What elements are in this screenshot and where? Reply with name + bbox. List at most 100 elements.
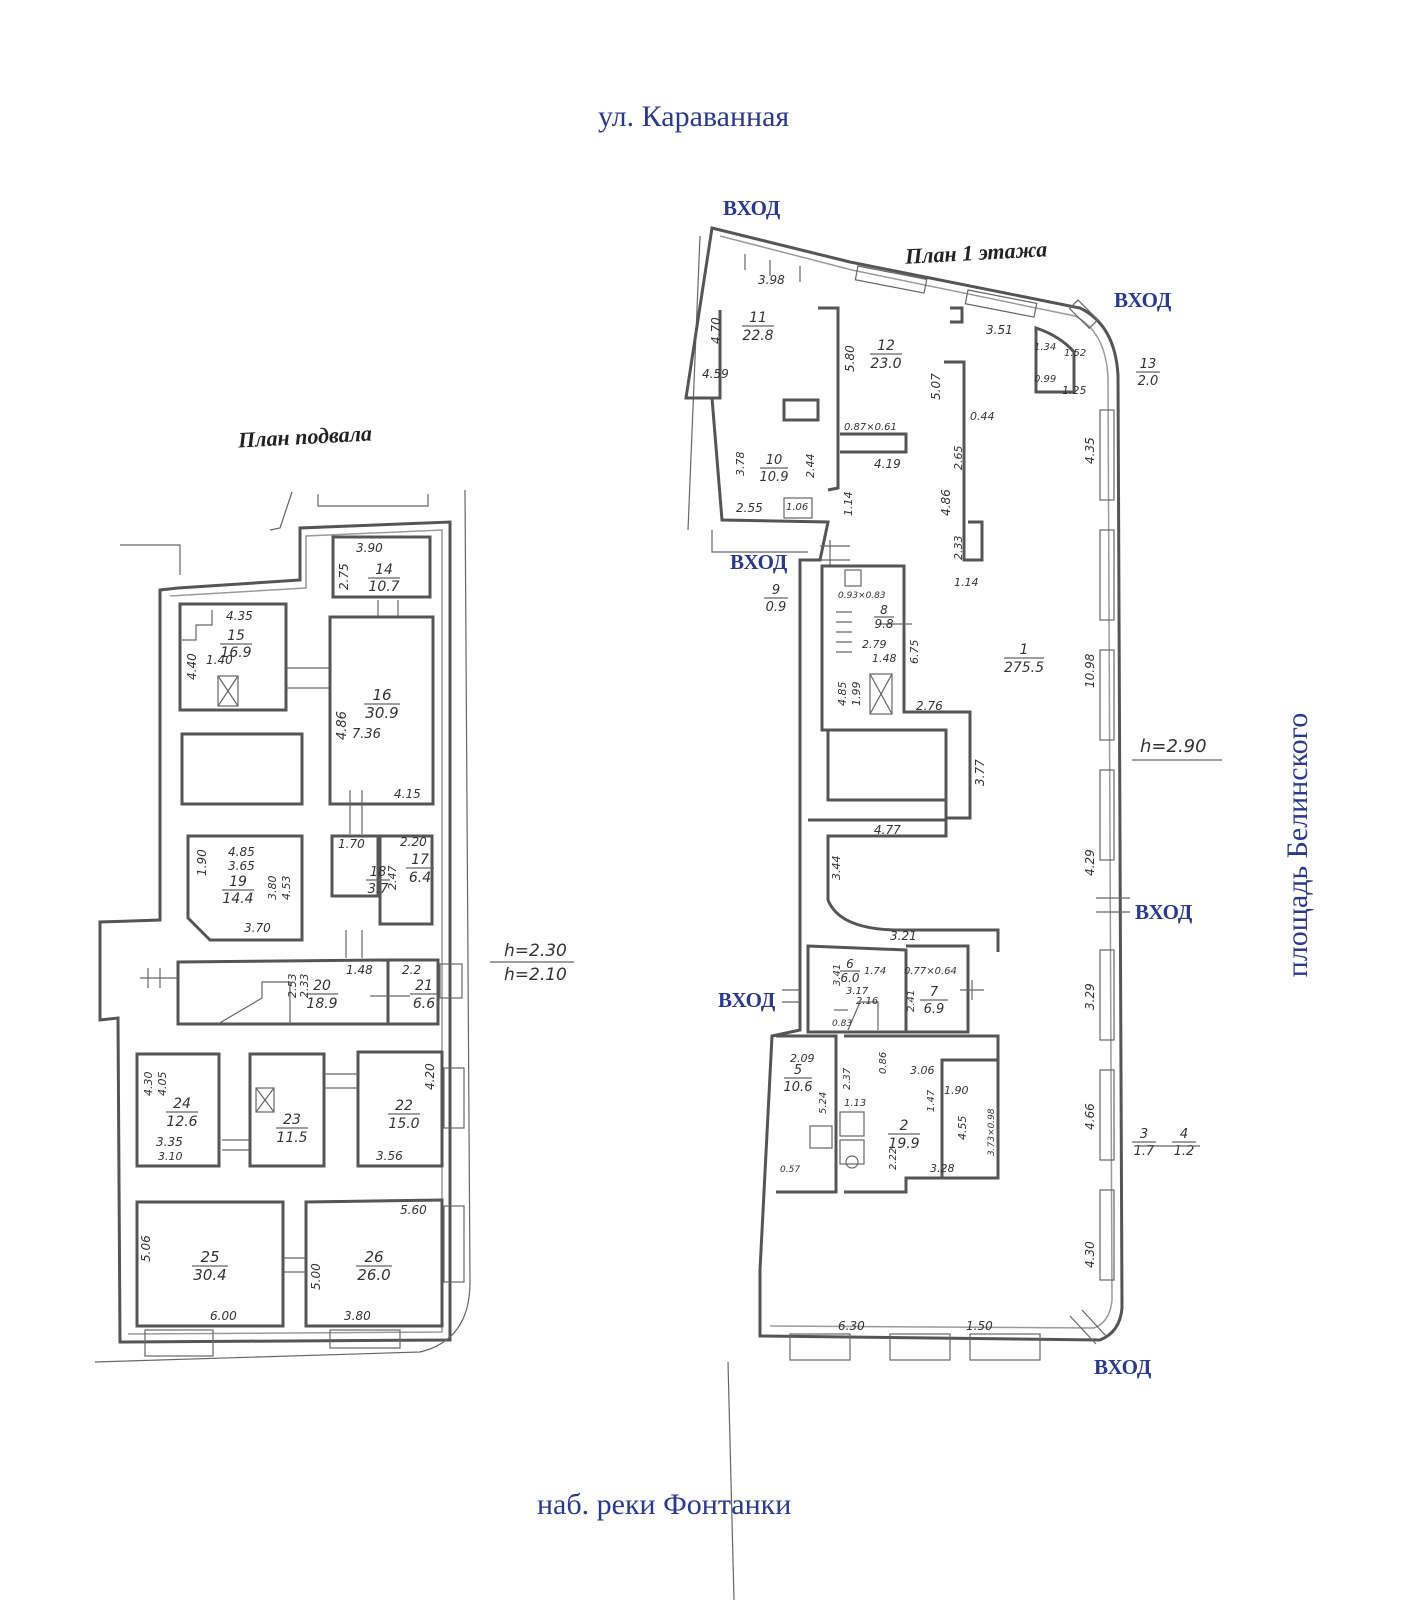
svg-text:20: 20 — [313, 978, 331, 994]
svg-text:275.5: 275.5 — [1004, 660, 1044, 676]
basement-dim: 1.48 — [346, 963, 373, 977]
floor1-dim: 3.77 — [973, 759, 987, 786]
basement-room-label-25: 25 30.4 — [192, 1248, 228, 1284]
first-floor-plan: 1 275.5 2 19.9 3 1.7 4 1.2 5 10.6 6 6.0 — [684, 226, 1222, 1600]
floor1-dim: 3.41 — [832, 964, 843, 986]
floor1-dim: 1.06 — [786, 502, 808, 513]
floor1-dim: 1.14 — [842, 492, 855, 517]
floor1-room-label-1: 1 275.5 — [1004, 642, 1044, 676]
entry-label-mid-left: ВХОД — [730, 550, 788, 574]
floor1-dim: 3.78 — [734, 452, 747, 477]
entry-label-bottom-right: ВХОД — [1094, 1355, 1152, 1379]
entry-label-top-left: ВХОД — [723, 196, 781, 220]
svg-text:10: 10 — [766, 453, 783, 468]
svg-text:1.2: 1.2 — [1174, 1144, 1195, 1159]
basement-dim: 2.20 — [400, 835, 427, 849]
floor1-dim: 2.65 — [952, 446, 965, 471]
svg-text:9: 9 — [772, 583, 780, 598]
basement-dim: 3.90 — [356, 541, 383, 555]
svg-text:14: 14 — [375, 562, 393, 578]
svg-text:0.9: 0.9 — [766, 600, 787, 615]
floor1-dim: 1.99 — [850, 682, 863, 707]
floor1-dim: 2.41 — [906, 990, 917, 1012]
basement-dim: 4.30 — [142, 1072, 155, 1097]
floor1-dim: 6.30 — [838, 1319, 865, 1333]
svg-text:3: 3 — [1140, 1127, 1148, 1142]
basement-dim: 2.75 — [337, 563, 351, 590]
svg-text:16: 16 — [372, 686, 391, 704]
floor1-dim: 1.14 — [954, 576, 979, 589]
floor1-room-label-13: 13 2.0 — [1136, 357, 1160, 389]
floor1-dim: 1.47 — [926, 1089, 937, 1112]
svg-text:18: 18 — [370, 865, 387, 880]
basement-room-label-24: 24 12.6 — [166, 1096, 198, 1130]
floor1-dim: 4.85 — [836, 682, 849, 707]
svg-text:10.6: 10.6 — [784, 1080, 813, 1095]
basement-room-label-18: 18 3.7 — [366, 865, 390, 897]
basement-dim: 2.33 — [298, 974, 311, 999]
svg-text:10.9: 10.9 — [760, 470, 789, 485]
floor1-room-label-10: 10 10.9 — [760, 453, 789, 485]
floor1-dim: 4.66 — [1083, 1103, 1097, 1130]
floor1-dim: 5.24 — [818, 1092, 829, 1114]
basement-dim: 1.70 — [338, 837, 365, 851]
floor1-room-label-4: 4 1.2 — [1172, 1127, 1196, 1159]
floor1-dim: 3.29 — [1083, 983, 1097, 1010]
basement-dim: 1.90 — [195, 849, 209, 876]
floor1-dim: 4.59 — [702, 367, 729, 381]
basement-dim: 5.00 — [309, 1263, 323, 1290]
floor1-dim: 10.98 — [1083, 653, 1097, 688]
basement-dim: 7.36 — [352, 727, 381, 742]
floor1-dim: 4.19 — [874, 457, 901, 471]
floor1-dim: 0.44 — [970, 410, 995, 423]
entry-label-right: ВХОД — [1135, 900, 1193, 924]
floor1-dim: 3.44 — [830, 856, 843, 881]
floor1-dim: 1.48 — [872, 652, 897, 665]
floor1-room-label-9: 9 0.9 — [764, 583, 788, 615]
basement-plan: 14 10.7 15 16.9 16 30.9 17 6.4 18 3.7 19… — [94, 489, 574, 1363]
basement-dim: 3.10 — [158, 1150, 183, 1163]
svg-text:6.9: 6.9 — [924, 1002, 945, 1017]
floor1-dim: 4.86 — [939, 489, 953, 516]
basement-room-label-16: 16 30.9 — [364, 686, 400, 722]
basement-dim: 5.60 — [400, 1203, 427, 1217]
floor1-dim: 2.22 — [888, 1148, 899, 1170]
floor1-dim: 0.77×0.64 — [904, 966, 957, 977]
floor1-room-label-11: 11 22.8 — [742, 310, 774, 344]
basement-room-label-20: 20 18.9 — [306, 978, 338, 1012]
floor1-dim: 2.09 — [790, 1052, 815, 1065]
svg-text:1.7: 1.7 — [1134, 1144, 1155, 1159]
basement-dim: 2.47 — [386, 866, 399, 891]
svg-text:6.6: 6.6 — [413, 996, 435, 1012]
svg-text:30.9: 30.9 — [365, 704, 398, 722]
floor1-dim: 3.73×0.98 — [987, 1108, 997, 1156]
floor1-dim: 4.35 — [1083, 437, 1097, 464]
floor1-room-label-12: 12 23.0 — [870, 338, 902, 372]
svg-text:5: 5 — [794, 1063, 802, 1078]
svg-text:19.9: 19.9 — [888, 1136, 919, 1152]
basement-dim: 4.40 — [185, 653, 199, 680]
floor1-dim: 5.07 — [929, 373, 943, 400]
svg-text:6.0: 6.0 — [840, 971, 859, 985]
floor1-dim: 3.28 — [930, 1162, 955, 1175]
floor1-room-label-3: 3 1.7 — [1132, 1127, 1156, 1159]
basement-room-label-21: 21 6.6 — [410, 978, 438, 1012]
svg-text:2.0: 2.0 — [1138, 374, 1159, 389]
floor1-dim: 3.98 — [758, 273, 785, 287]
floor1-dim: 0.99 — [1034, 374, 1056, 385]
basement-dim: 3.80 — [344, 1309, 371, 1323]
floor1-dim: 1.74 — [864, 966, 886, 977]
floor1-dim: 2.76 — [916, 699, 943, 713]
svg-text:19: 19 — [229, 874, 247, 890]
floor1-dim: 2.55 — [736, 501, 763, 515]
floor1-dim: 2.37 — [842, 1067, 853, 1090]
floor1-dim: 2.44 — [804, 454, 817, 479]
floor1-dim: 0.83 — [832, 1019, 852, 1029]
basement-dim: 1.40 — [206, 653, 233, 667]
svg-text:24: 24 — [173, 1096, 191, 1112]
basement-room-label-15: 15 16.9 — [220, 628, 252, 661]
svg-text:15.0: 15.0 — [388, 1116, 419, 1132]
basement-dim: 4.15 — [394, 787, 421, 801]
floor1-dim: 1.34 — [1034, 342, 1056, 353]
